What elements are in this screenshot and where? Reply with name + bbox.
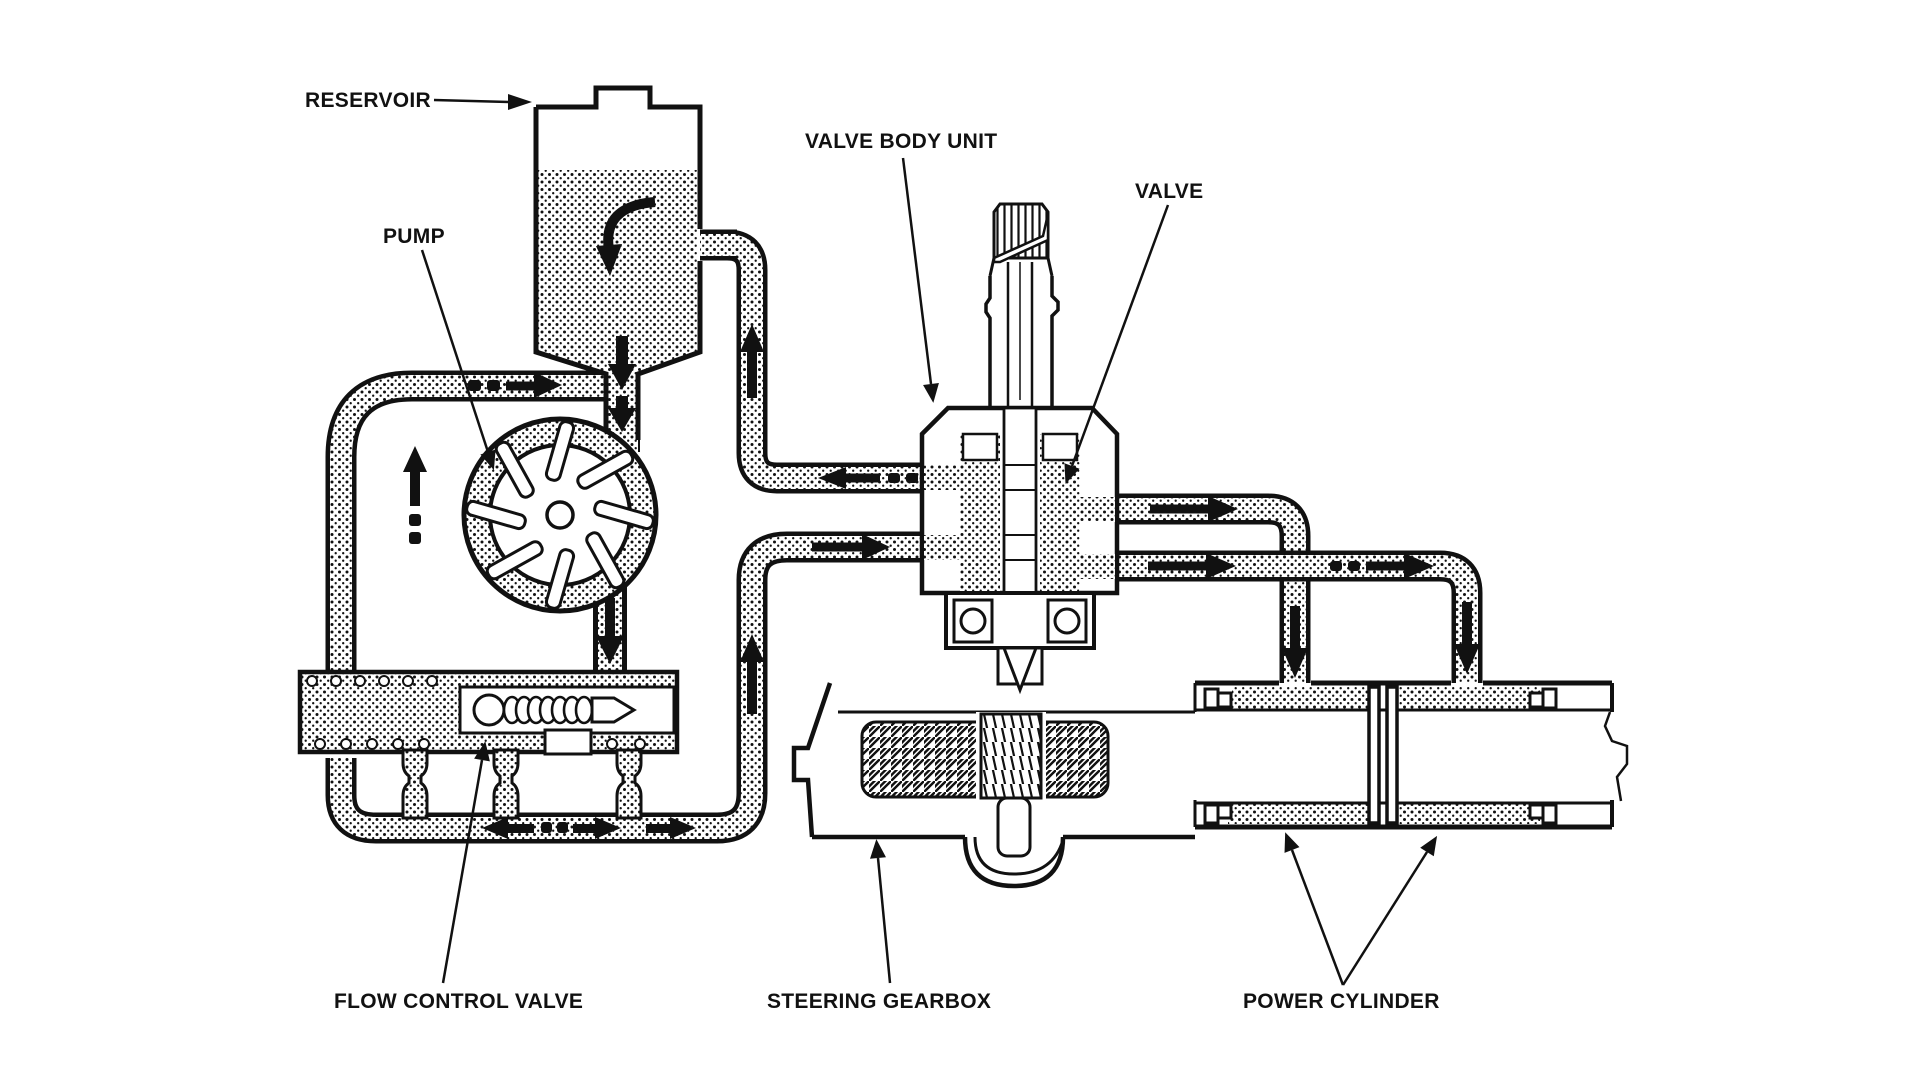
- label-pump: PUMP: [383, 225, 445, 248]
- valve-port-return: [924, 465, 976, 490]
- valve-port-pressure: [924, 535, 976, 560]
- steering-gearbox: [791, 682, 1195, 889]
- pinion-lower-bearing: [996, 796, 1032, 858]
- pump: [461, 416, 659, 614]
- cylinder-piston: [1367, 685, 1399, 825]
- bearing-ball-left: [959, 607, 987, 635]
- leader-lines: [420, 94, 1438, 986]
- fcv-spring: [502, 695, 594, 725]
- power-cylinder: [1193, 680, 1629, 830]
- fcv-ball: [472, 693, 506, 727]
- valve-port-cyl-left: [1063, 497, 1115, 522]
- shaft-break-line: [1603, 711, 1629, 802]
- valve-port-cyl-right: [1063, 554, 1115, 579]
- cylinder-right-chamber-top: [1396, 686, 1540, 710]
- fcv-port-stubs: [401, 748, 643, 820]
- cylinder-left-chamber-top: [1232, 686, 1372, 710]
- reservoir-tank: [533, 85, 737, 452]
- label-valve-body-unit: VALVE BODY UNIT: [805, 130, 997, 153]
- gearbox-pinion: [979, 712, 1043, 800]
- valve-seal-cap-left: [961, 432, 999, 462]
- cylinder-left-chamber-bottom: [1228, 804, 1372, 824]
- fcv-guide: [543, 728, 593, 756]
- label-flow-control-valve: FLOW CONTROL VALVE: [334, 990, 583, 1013]
- cylinder-seals: [1203, 687, 1558, 825]
- label-steering-gearbox: STEERING GEARBOX: [767, 990, 991, 1013]
- flow-arrows: [403, 324, 1480, 839]
- cylinder-right-chamber-bottom: [1396, 804, 1540, 824]
- steering-input-shaft: [984, 202, 1060, 408]
- valve-seal-cap-right: [1041, 432, 1079, 462]
- reservoir-fluid: [538, 170, 698, 452]
- fcv-passage-holes: [306, 675, 646, 750]
- pump-vanes: [465, 420, 655, 610]
- label-valve: VALVE: [1135, 180, 1203, 203]
- labels: RESERVOIR PUMP VALVE BODY UNIT VALVE FLO…: [305, 89, 1440, 1013]
- valve-body-unit: [919, 202, 1120, 695]
- flow-control-valve: [297, 669, 680, 820]
- label-reservoir: RESERVOIR: [305, 89, 431, 112]
- pump-hub: [545, 500, 575, 530]
- label-power-cylinder: POWER CYLINDER: [1243, 990, 1440, 1013]
- bearing-ball-right: [1053, 607, 1081, 635]
- fcv-poppet: [590, 696, 637, 724]
- reservoir-flow-arrow: [596, 197, 656, 276]
- pinion-shaft-tip: [1001, 646, 1039, 695]
